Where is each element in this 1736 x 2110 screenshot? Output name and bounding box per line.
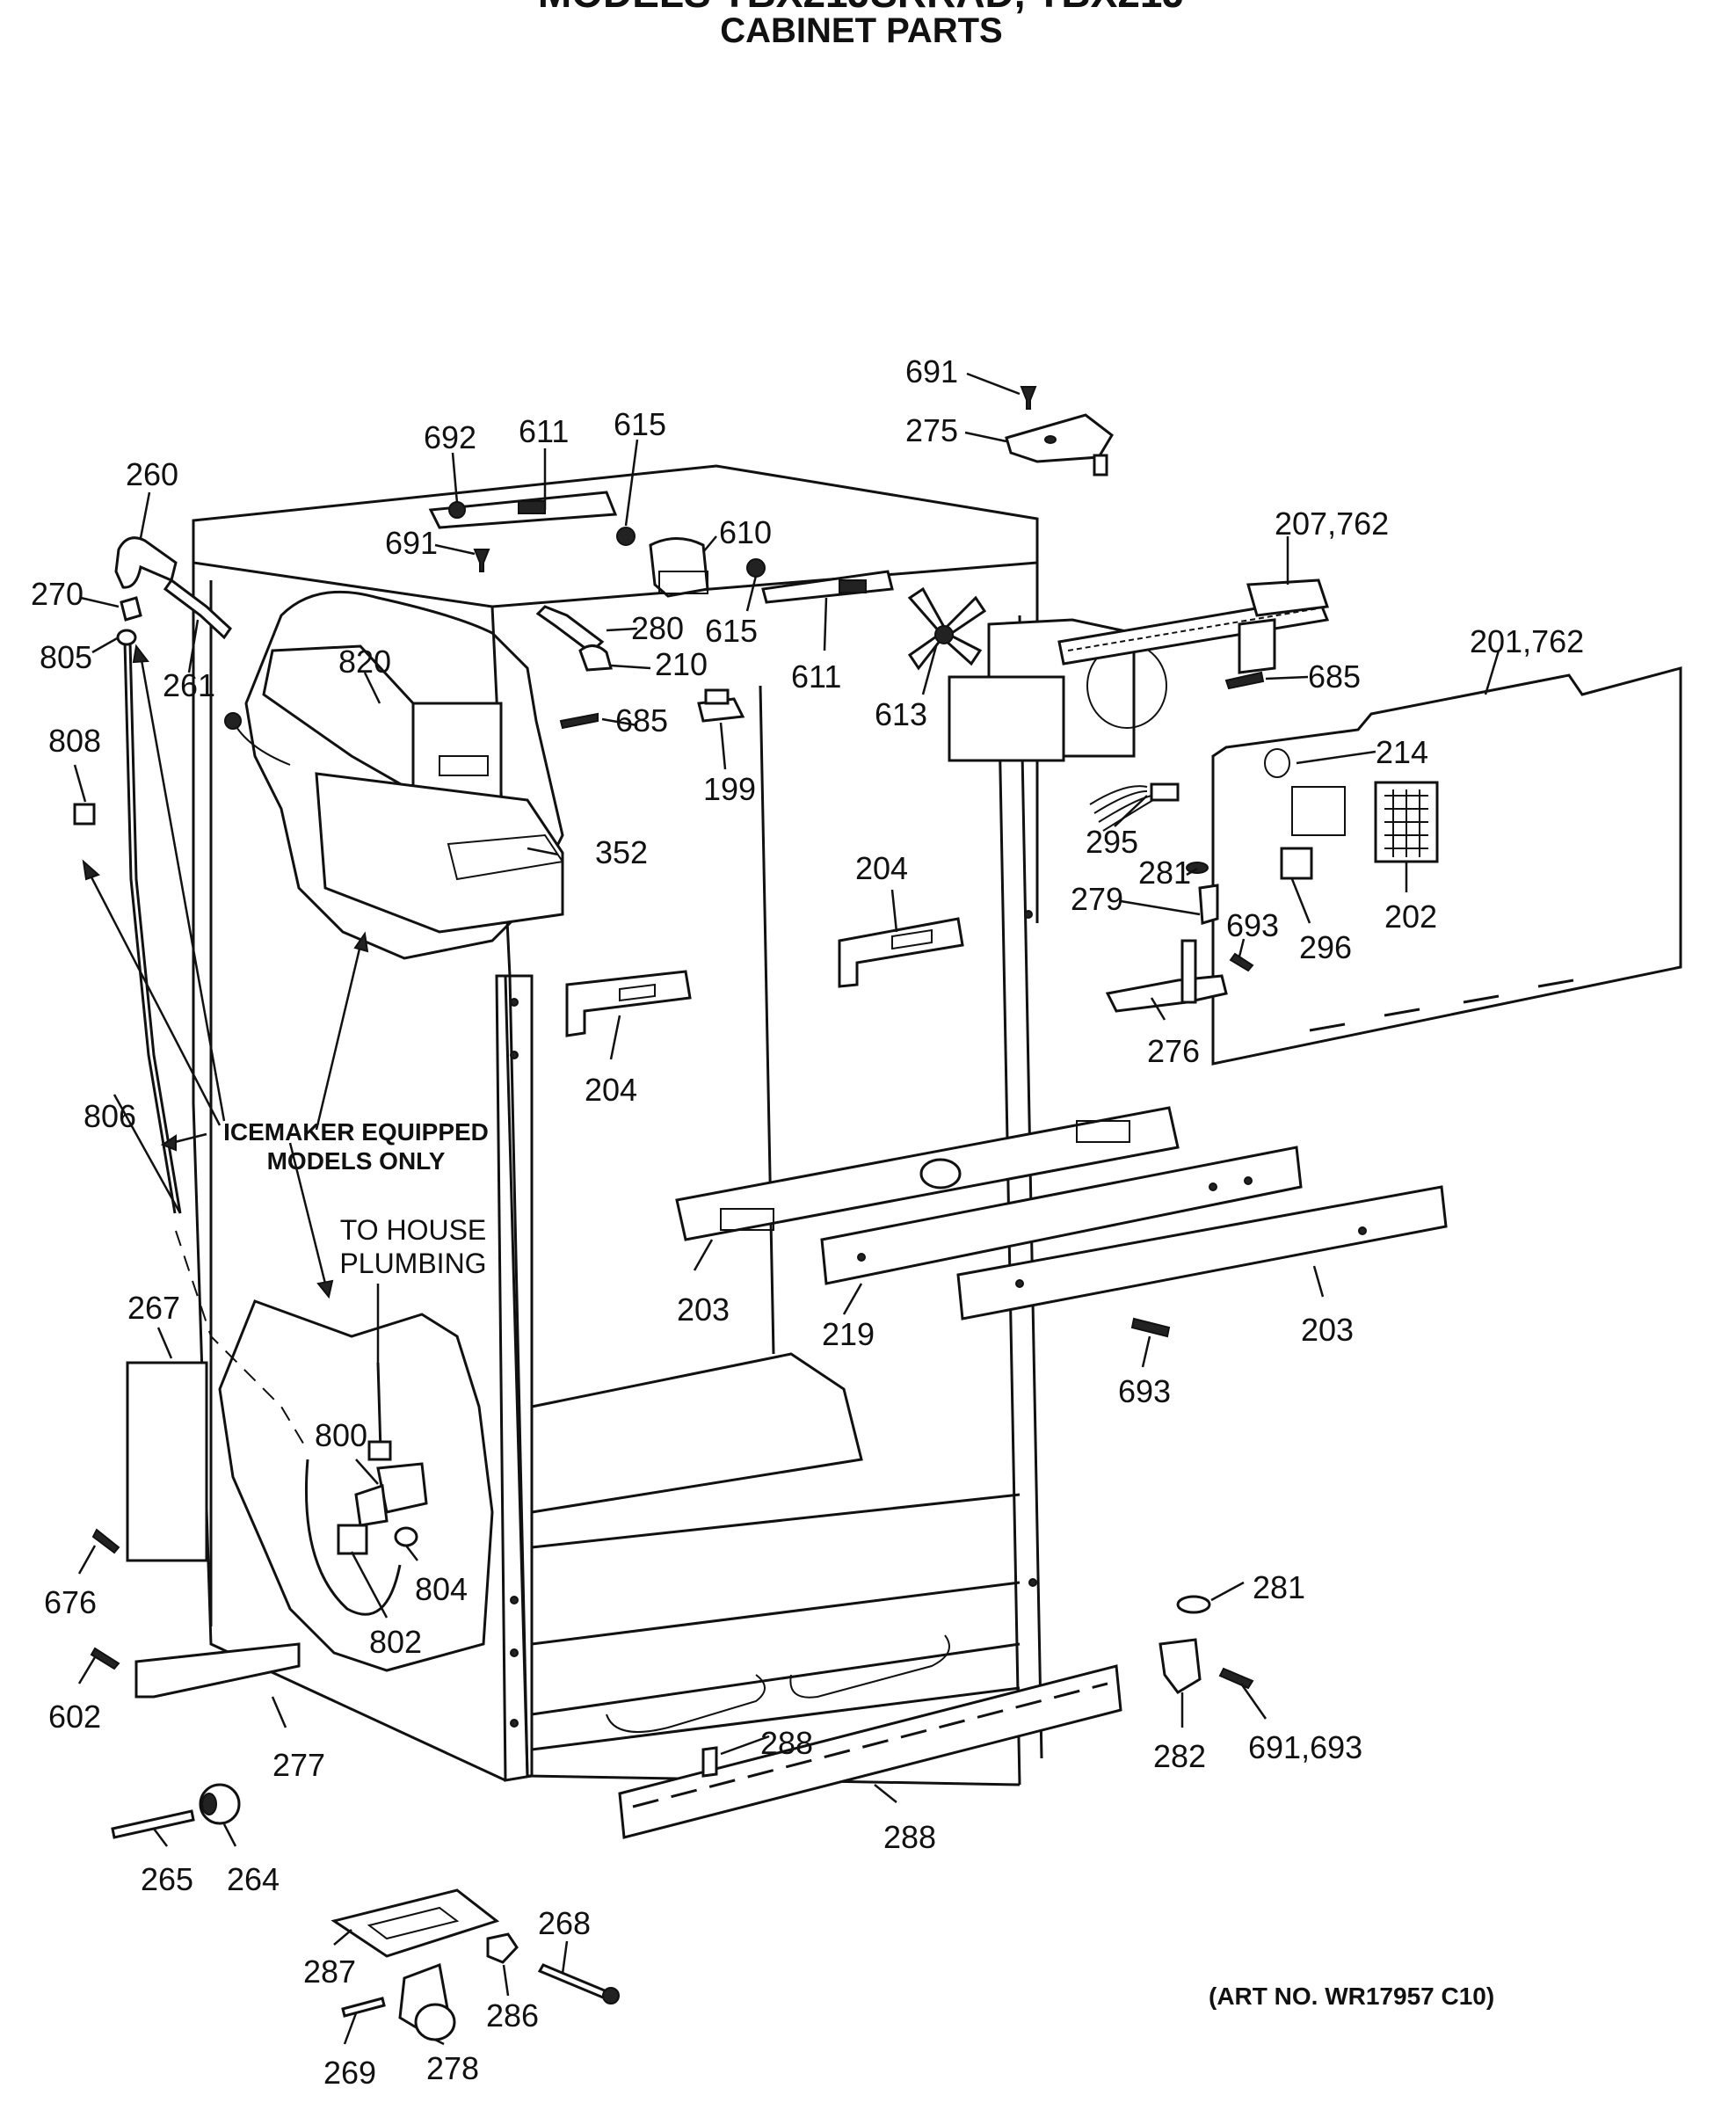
label-287: 287 — [303, 1954, 356, 1990]
label-676: 676 — [44, 1584, 97, 1620]
icemaker-note-line1: ICEMAKER EQUIPPED — [223, 1118, 489, 1146]
label-615-top: 615 — [614, 406, 666, 442]
label-281-top: 281 — [1138, 855, 1191, 891]
bracket-277 — [134, 1642, 301, 1699]
leader-lines — [73, 372, 1500, 2046]
label-207-762: 207,762 — [1275, 506, 1389, 542]
label-286: 286 — [486, 1997, 539, 2034]
label-806: 806 — [84, 1098, 136, 1134]
models-title: MODELS TBX21JSRRAD, TBX21J — [538, 0, 1185, 16]
icemaker-cutaway — [224, 590, 564, 960]
front-rails — [675, 1106, 1448, 1321]
cover-panel-267 — [126, 1361, 208, 1562]
hinge-brackets-204 — [565, 917, 964, 1037]
label-691-left: 691 — [385, 525, 438, 561]
cabinet-shell — [192, 464, 1043, 1786]
label-282: 282 — [1153, 1738, 1206, 1774]
ice-bin — [315, 772, 564, 934]
water-line-806 — [128, 641, 182, 1214]
label-204-left: 204 — [585, 1072, 637, 1108]
label-693-low: 693 — [1118, 1373, 1171, 1409]
label-602: 602 — [48, 1699, 101, 1735]
label-270: 270 — [31, 576, 84, 612]
label-610: 610 — [719, 514, 772, 550]
fan-blade — [907, 586, 987, 671]
label-201-762: 201,762 — [1470, 623, 1584, 659]
label-685-right: 685 — [1308, 658, 1361, 695]
label-352: 352 — [595, 834, 648, 870]
label-277: 277 — [272, 1747, 325, 1783]
control-panel — [1211, 666, 1682, 1066]
label-214: 214 — [1376, 734, 1428, 770]
label-288-top: 288 — [760, 1725, 813, 1761]
fitting-260 — [114, 536, 178, 589]
label-281-low: 281 — [1253, 1569, 1305, 1605]
label-693-mid: 693 — [1226, 907, 1279, 943]
label-692: 692 — [424, 419, 476, 455]
label-611-mid: 611 — [791, 658, 841, 695]
small-hardware — [73, 386, 1265, 2041]
label-805: 805 — [40, 639, 92, 675]
label-804: 804 — [415, 1571, 468, 1607]
label-264: 264 — [227, 1861, 280, 1897]
label-296: 296 — [1299, 929, 1352, 965]
icemaker-note-line2: MODELS ONLY — [267, 1147, 446, 1175]
label-691-693: 691,693 — [1248, 1729, 1362, 1765]
art-number: (ART NO. WR17957 C10) — [1209, 1983, 1494, 2010]
label-691-top: 691 — [905, 353, 958, 389]
icemaker-unit — [411, 702, 503, 802]
label-279: 279 — [1071, 881, 1123, 917]
label-613: 613 — [875, 696, 927, 732]
label-202: 202 — [1384, 899, 1437, 935]
base-grille-288 — [618, 1664, 1122, 1839]
label-265: 265 — [141, 1861, 193, 1897]
label-204-right: 204 — [855, 850, 908, 886]
label-219: 219 — [822, 1316, 875, 1352]
label-210: 210 — [655, 646, 708, 682]
label-199: 199 — [703, 771, 756, 807]
label-276: 276 — [1147, 1033, 1200, 1069]
label-280: 280 — [631, 610, 684, 646]
label-808: 808 — [48, 723, 101, 759]
label-615-mid: 615 — [705, 613, 758, 649]
upper-mechanism — [428, 491, 1330, 762]
label-288-low: 288 — [883, 1819, 936, 1855]
label-278: 278 — [426, 2050, 479, 2086]
label-820: 820 — [338, 644, 391, 680]
plumbing-cutaway — [175, 1230, 494, 1672]
label-203-left: 203 — [677, 1291, 730, 1328]
label-685-mid: 685 — [615, 702, 668, 738]
label-261: 261 — [163, 667, 215, 703]
bracket-276 — [1105, 939, 1228, 1013]
cabinet-parts-subtitle: CABINET PARTS — [720, 11, 1002, 50]
label-611-top: 611 — [519, 413, 569, 449]
plumbing-note-line2: PLUMBING — [339, 1248, 486, 1279]
label-268: 268 — [538, 1905, 591, 1941]
label-203-right: 203 — [1301, 1312, 1354, 1348]
label-800: 800 — [315, 1417, 367, 1453]
label-260: 260 — [126, 456, 178, 492]
label-269: 269 — [323, 2055, 376, 2091]
plumbing-note-line1: TO HOUSE — [340, 1214, 487, 1246]
label-295: 295 — [1086, 824, 1138, 860]
label-802: 802 — [369, 1624, 422, 1660]
label-275: 275 — [905, 412, 958, 448]
part-labels: 691 275 692 611 615 260 691 610 207,762 … — [31, 353, 1584, 2091]
label-267: 267 — [127, 1290, 180, 1326]
